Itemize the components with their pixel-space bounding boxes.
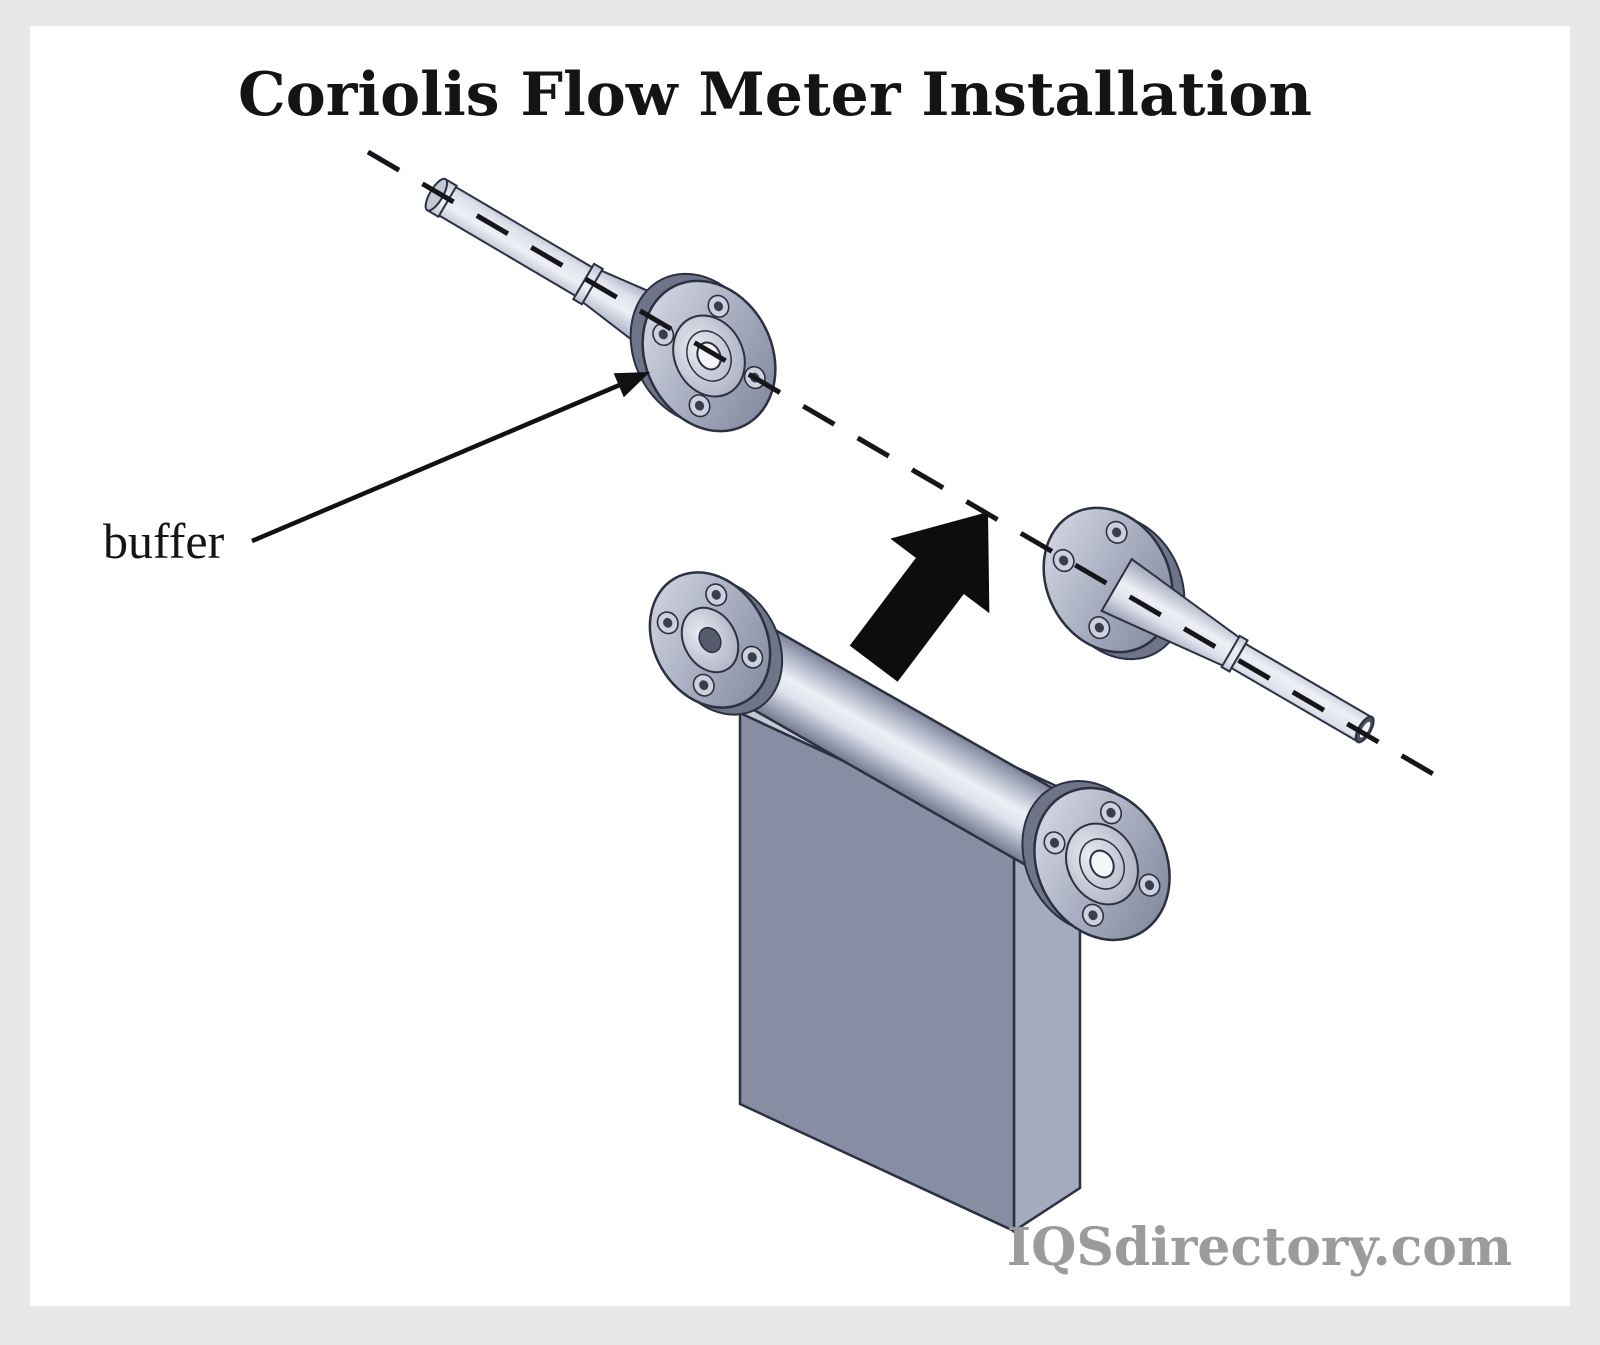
flow-meter-assembly [648, 571, 1171, 1234]
buffer-callout-line [251, 381, 623, 544]
alignment-dashed-line [366, 149, 1454, 788]
buffer-callout-arrowhead-icon [613, 372, 650, 398]
page-title: Coriolis Flow Meter Installation [238, 60, 1312, 130]
meter-right-flange [1021, 780, 1171, 942]
buffer-callout: buffer [103, 372, 650, 569]
meter-left-flange [648, 571, 784, 716]
installation-arrow [849, 512, 990, 682]
watermark: IQSdirectory.com [1007, 1217, 1512, 1278]
buffer-label: buffer [103, 513, 225, 569]
